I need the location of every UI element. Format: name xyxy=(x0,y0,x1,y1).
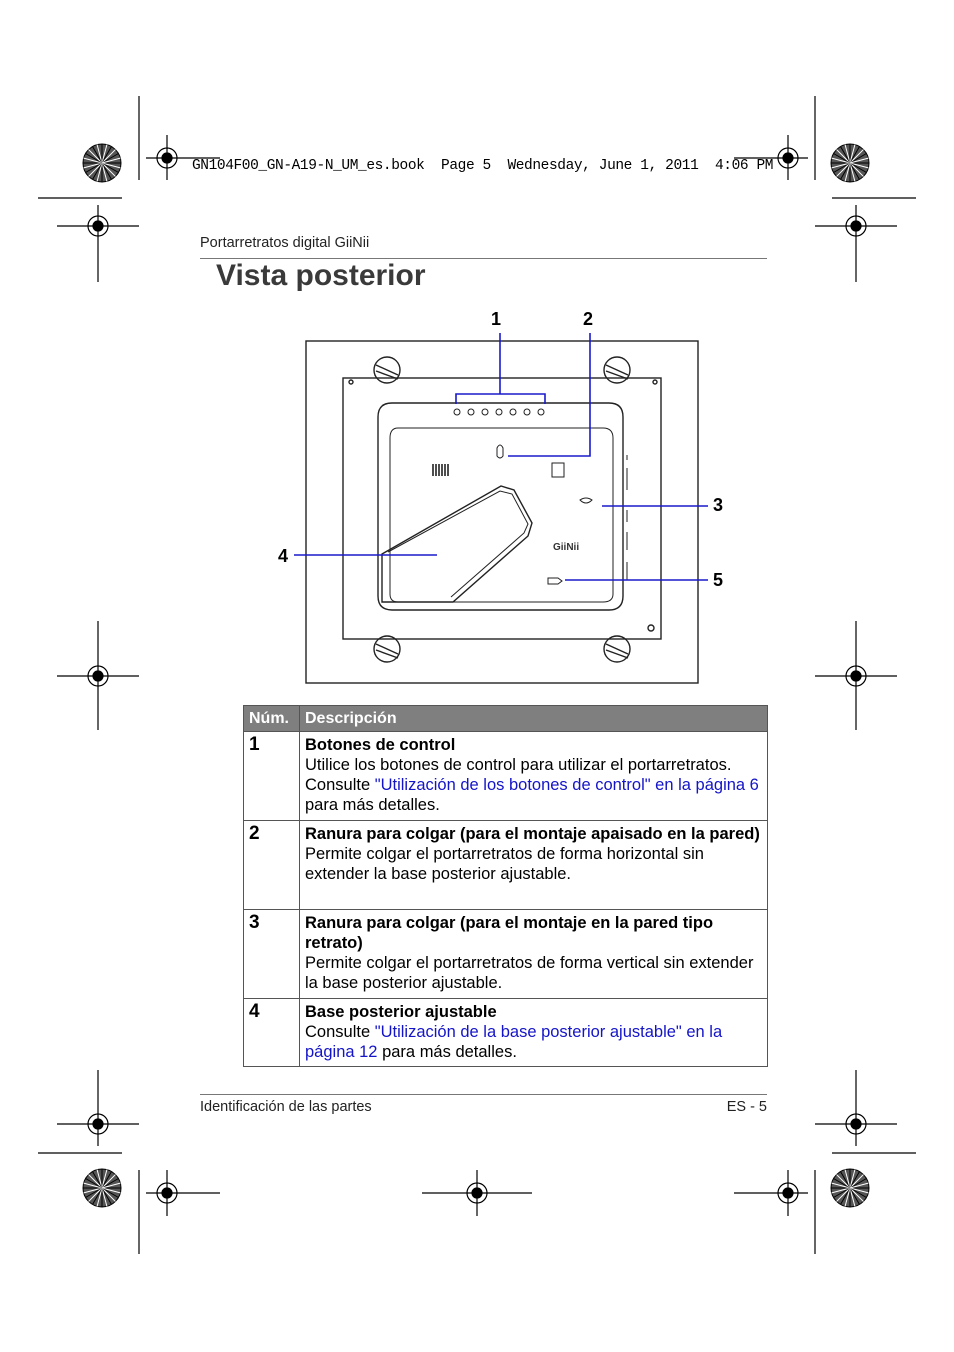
portrait-hang-slot xyxy=(579,497,593,504)
frame-inner-border xyxy=(342,377,662,640)
callout-5: 5 xyxy=(713,570,723,590)
callout-1: 1 xyxy=(491,309,501,329)
print-slug: GN104F00_GN-A19-N_UM_es.book Page 5 Wedn… xyxy=(192,158,774,174)
row-text-after: para más detalles. xyxy=(305,796,440,814)
star-target-icons xyxy=(82,143,870,1208)
table-row: 2 Ranura para colgar (para el montaje ap… xyxy=(243,820,768,910)
page-title: Vista posterior xyxy=(216,259,426,292)
row-text: Consulte xyxy=(305,1023,375,1041)
running-head: Portarretratos digital GiiNii xyxy=(200,235,370,251)
row-number: 1 xyxy=(243,731,300,821)
column-header-number: Núm. xyxy=(243,705,300,732)
row-number: 3 xyxy=(243,909,300,999)
header-rule xyxy=(200,258,767,259)
callout-2: 2 xyxy=(583,309,593,329)
row-text: Permite colgar el portarretratos de form… xyxy=(305,845,704,883)
cross-reference-link[interactable]: "Utilización de la base posterior ajusta… xyxy=(305,1023,723,1061)
row-title: Ranura para colgar (para el montaje apai… xyxy=(305,825,760,843)
cross-reference-link[interactable]: "Utilización de los botones de control" … xyxy=(374,776,759,794)
back-panel xyxy=(377,402,624,611)
adjustable-stand xyxy=(381,485,533,603)
table-row: 1 Botones de control Utilice los botones… xyxy=(243,731,768,821)
rear-view-diagram: GiiNii 1 2 3 4 5 xyxy=(278,309,723,684)
control-buttons xyxy=(453,408,545,416)
footer-section-name: Identificación de las partes xyxy=(200,1099,372,1115)
footer-rule xyxy=(200,1094,767,1095)
parts-table: Núm. Descripción 1 Botones de control Ut… xyxy=(243,705,768,1067)
page-number: ES - 5 xyxy=(726,1099,767,1115)
row-text: Utilice los botones de control para util… xyxy=(305,756,732,794)
brand-label: GiiNii xyxy=(553,542,579,553)
power-port xyxy=(547,577,563,585)
callout-3: 3 xyxy=(713,495,723,515)
callout-4: 4 xyxy=(278,546,288,566)
screw-icon xyxy=(373,356,631,663)
row-number: 2 xyxy=(243,820,300,910)
row-text-after: para más detalles. xyxy=(377,1043,517,1061)
table-row: 3 Ranura para colgar (para el montaje en… xyxy=(243,909,768,999)
row-text: Permite colgar el portarretratos de form… xyxy=(305,954,754,992)
frame-outer-border xyxy=(305,340,699,684)
row-number: 4 xyxy=(243,998,300,1067)
port-icon xyxy=(551,462,565,478)
column-header-description: Descripción xyxy=(299,705,768,732)
row-description: Base posterior ajustable Consulte "Utili… xyxy=(299,998,768,1067)
row-description: Ranura para colgar (para el montaje en l… xyxy=(299,909,768,999)
crosshair-target xyxy=(146,135,220,180)
callout-leaders xyxy=(294,333,708,581)
row-title: Base posterior ajustable xyxy=(305,1003,497,1021)
barcode-label xyxy=(432,464,449,476)
row-title: Ranura para colgar (para el montaje en l… xyxy=(305,914,714,952)
row-description: Botones de control Utilice los botones d… xyxy=(299,731,768,821)
row-description: Ranura para colgar (para el montaje apai… xyxy=(299,820,768,910)
landscape-hang-slot xyxy=(496,444,504,459)
row-title: Botones de control xyxy=(305,736,456,754)
table-row: 4 Base posterior ajustable Consulte "Uti… xyxy=(243,998,768,1067)
